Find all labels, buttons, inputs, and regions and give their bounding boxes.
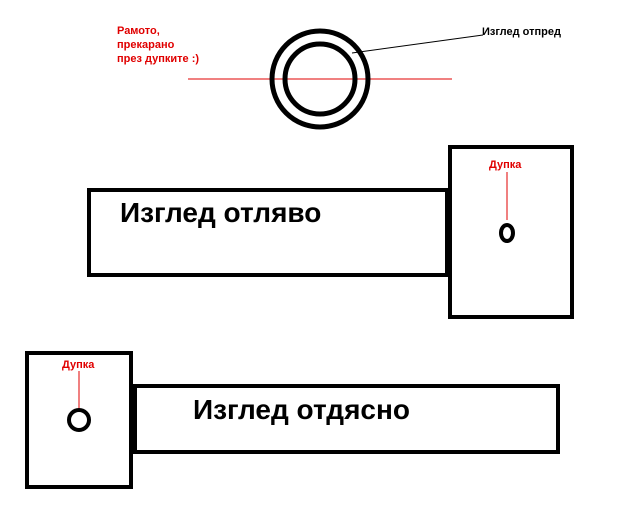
front-view-note: Рамото, прекарано през дупките :): [117, 24, 199, 66]
front-view-outer-circle: [269, 28, 371, 130]
left-view-block: [448, 145, 574, 319]
right-view-label: Изглед отдясно: [193, 394, 410, 425]
front-view-note-line-1: Рамото,: [117, 25, 160, 37]
left-view-hole-icon: [499, 223, 515, 243]
right-view-shaft: [133, 384, 560, 454]
right-view-hole-label: Дупка: [62, 359, 95, 371]
front-view-label: Изглед отпред: [482, 26, 561, 38]
right-view-block: [25, 351, 133, 489]
left-view-hole-label: Дупка: [489, 159, 522, 171]
right-view-hole-icon: [67, 408, 91, 432]
left-view-shaft: [87, 188, 449, 277]
front-view-note-line-3: през дупките :): [117, 53, 200, 65]
front-view-note-line-2: прекарано: [117, 39, 175, 51]
left-view-label: Изглед отляво: [120, 197, 322, 228]
front-view-inner-circle: [282, 41, 358, 117]
front-view-leader-line: [351, 34, 484, 54]
